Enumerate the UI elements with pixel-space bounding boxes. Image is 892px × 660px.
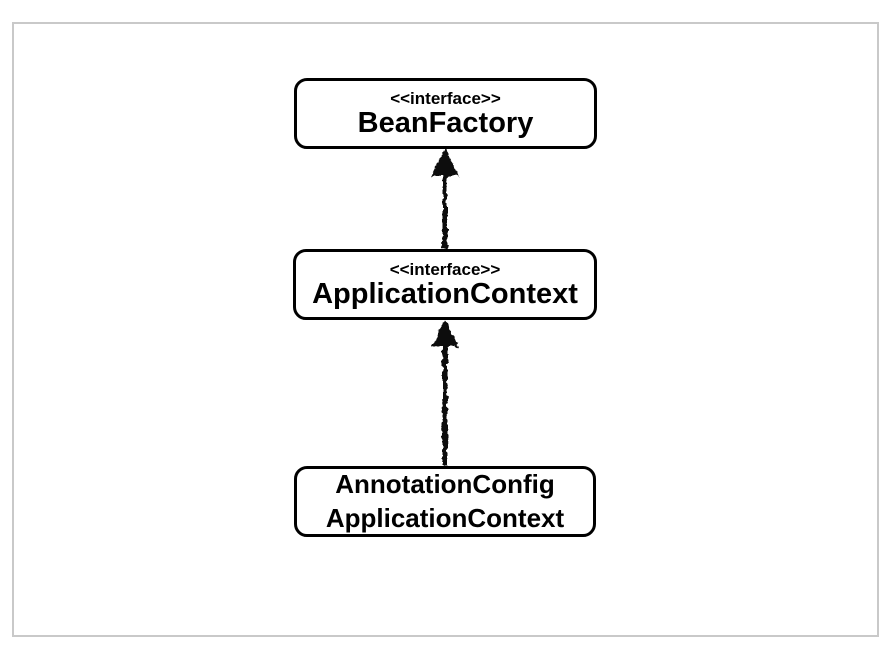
node-applicationcontext-name: ApplicationContext — [312, 278, 578, 311]
node-annotationconfig-applicationcontext: AnnotationConfig ApplicationContext — [294, 466, 596, 537]
node-applicationcontext-stereotype: <<interface>> — [389, 259, 501, 279]
node-beanfactory-name: BeanFactory — [357, 107, 534, 140]
node-beanfactory-stereotype: <<interface>> — [390, 88, 501, 108]
node-annotationconfig-name-line1: AnnotationConfig — [335, 469, 555, 500]
node-beanfactory: <<interface>> BeanFactory — [294, 78, 597, 149]
node-applicationcontext: <<interface>> ApplicationContext — [293, 249, 597, 320]
node-annotationconfig-name-line2: ApplicationContext — [325, 502, 565, 533]
